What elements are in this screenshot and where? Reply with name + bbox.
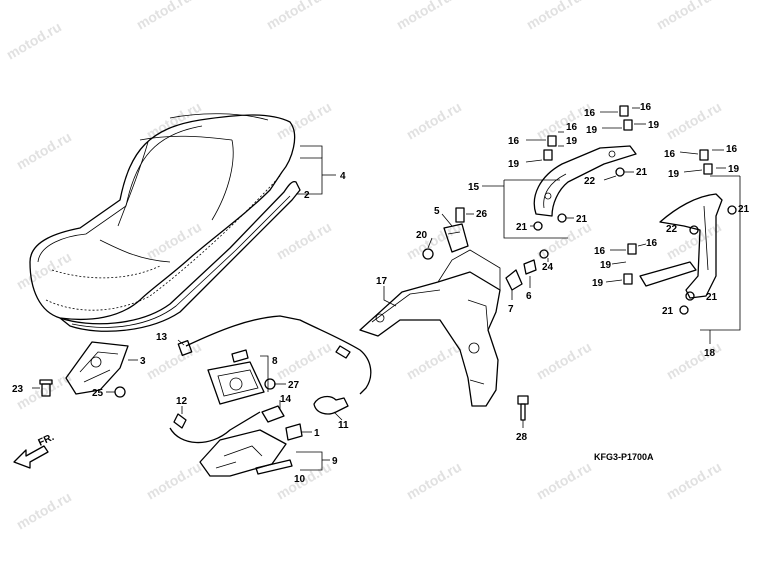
callout-23: 23 [12, 384, 24, 395]
seat-bracket-17: 17 [359, 249, 501, 407]
callout-22: 22 [666, 224, 678, 235]
callout-13: 13 [156, 332, 168, 343]
clamp-11: 11 [313, 395, 349, 431]
callout-21: 21 [706, 292, 718, 303]
callout-19: 19 [592, 278, 604, 289]
front-direction-label: FR. [37, 432, 56, 449]
callout-3: 3 [140, 356, 146, 367]
callout-2: 2 [304, 190, 310, 201]
watermark-text: motod.ru [534, 338, 595, 382]
callout-20: 20 [416, 230, 428, 241]
callout-19: 19 [566, 136, 578, 147]
watermark-text: motod.ru [274, 98, 335, 142]
callout-26: 26 [476, 209, 488, 220]
callout-16: 16 [566, 122, 578, 133]
watermark-text: motod.ru [134, 0, 195, 33]
callout-4: 4 [340, 171, 346, 182]
callout-16: 16 [640, 102, 652, 113]
callout-19: 19 [668, 169, 680, 180]
lock-cable-and-holder: 12 9 10 [169, 396, 338, 485]
hook-assembly-5: 5 20 26 [416, 206, 488, 260]
callout-10: 10 [294, 474, 306, 485]
callout-19: 19 [648, 120, 660, 131]
watermark-text: motod.ru [654, 0, 715, 33]
callout-18: 18 [704, 348, 716, 359]
watermark-text: motod.ru [264, 0, 325, 33]
callout-16: 16 [584, 108, 596, 119]
watermark-text: motod.ru [274, 338, 335, 382]
watermark-text: motod.ru [534, 218, 595, 262]
callout-21: 21 [636, 167, 648, 178]
seat-assembly [29, 113, 301, 332]
callout-28: 28 [516, 432, 528, 443]
fastener-group-6-7-24: 7 6 24 [505, 249, 554, 315]
callout-21: 21 [576, 214, 588, 225]
diagram-code: KFG3-P1700A [594, 452, 654, 462]
callout-19: 19 [508, 159, 520, 170]
callout-19: 19 [586, 125, 598, 136]
callout-19: 19 [600, 260, 612, 271]
grab-rail-18: 18 16 16 19 19 21 22 16 16 19 19 21 21 [592, 144, 750, 359]
callout-1: 1 [314, 428, 320, 439]
watermark-text: motod.ru [664, 458, 725, 502]
grab-rail-15: 15 16 16 19 19 16 16 19 19 22 21 21 2 [468, 102, 660, 239]
callout-8: 8 [272, 356, 278, 367]
callout-25: 25 [92, 388, 104, 399]
callout-21: 21 [738, 204, 750, 215]
callout-21: 21 [516, 222, 528, 233]
seat-release-cable: 13 [156, 315, 372, 395]
callout-11: 11 [338, 420, 349, 431]
watermark-text: motod.ru [14, 128, 75, 172]
callout-16: 16 [508, 136, 520, 147]
watermark-text: motod.ru [144, 218, 205, 262]
watermark-text: motod.ru [404, 338, 465, 382]
callout-9: 9 [332, 456, 338, 467]
callout-6: 6 [526, 291, 532, 302]
callout-15: 15 [468, 182, 480, 193]
seat-latch-assembly: 3 23 25 [12, 341, 146, 399]
callout-14: 14 [280, 394, 292, 405]
callout-16: 16 [726, 144, 738, 155]
watermark-text: motod.ru [14, 488, 75, 532]
callout-7: 7 [508, 304, 514, 315]
callout-16: 16 [664, 149, 676, 160]
callout-24: 24 [542, 262, 554, 273]
watermark-text: motod.ru [274, 218, 335, 262]
seat-lock-assembly: 8 27 14 1 [207, 349, 320, 441]
callout-27: 27 [288, 380, 300, 391]
front-direction-indicator: FR. [13, 432, 56, 469]
callout-12: 12 [176, 396, 188, 407]
callout-19: 19 [728, 164, 740, 175]
callout-17: 17 [376, 276, 388, 287]
callout-16: 16 [594, 246, 606, 257]
callout-16: 16 [646, 238, 658, 249]
watermark-text: motod.ru [664, 98, 725, 142]
watermark-text: motod.ru [14, 248, 75, 292]
bolt-28: 28 [516, 395, 529, 443]
watermark-text: motod.ru [524, 0, 585, 33]
callout-group-seat: 4 2 [296, 145, 346, 201]
callout-5: 5 [434, 206, 440, 217]
callout-21: 21 [662, 306, 674, 317]
watermark-text: motod.ru [534, 458, 595, 502]
watermark-text: motod.ru [144, 338, 205, 382]
watermark-text: motod.ru [4, 18, 65, 62]
watermark-text: motod.ru [404, 458, 465, 502]
watermark-text: motod.ru [664, 338, 725, 382]
callout-22: 22 [584, 176, 596, 187]
watermark-text: motod.ru [404, 98, 465, 142]
watermark-text: motod.ru [144, 458, 205, 502]
watermark-text: motod.ru [534, 98, 595, 142]
watermark-text: motod.ru [394, 0, 455, 33]
